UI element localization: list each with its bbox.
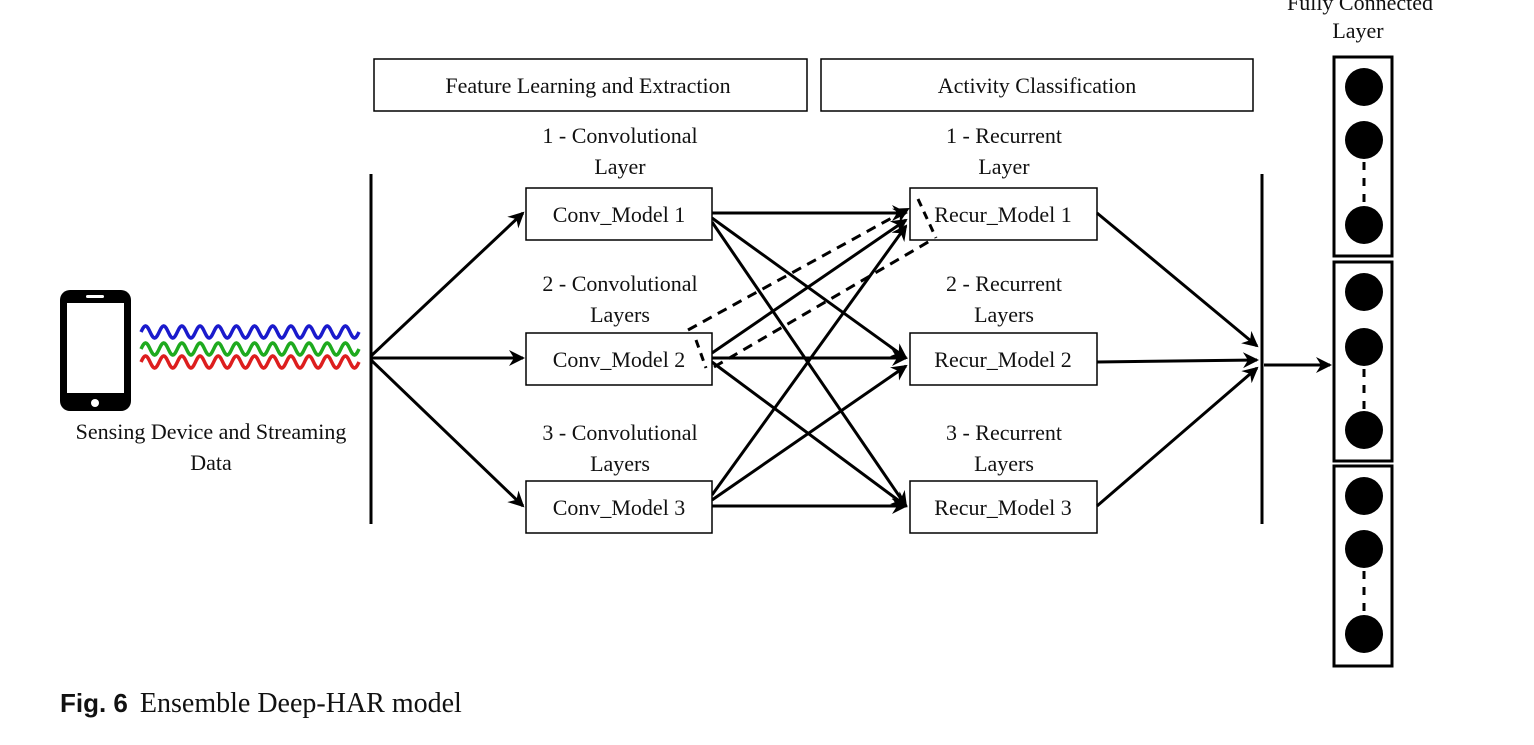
fc-neuron bbox=[1345, 121, 1383, 159]
activity-classification-header-label: Activity Classification bbox=[938, 73, 1137, 98]
conv-model-3-box bbox=[525, 480, 713, 534]
fc-neuron bbox=[1345, 530, 1383, 568]
recur-model-2-box bbox=[909, 332, 1098, 386]
recur-title-3-line1: 3 - Recurrent bbox=[946, 420, 1062, 445]
signal-wave-blue bbox=[139, 324, 361, 340]
signal-wave-green bbox=[139, 341, 361, 357]
activity-classification-header-box bbox=[820, 58, 1254, 112]
fc-neuron bbox=[1345, 68, 1383, 106]
conv-title-3-line1: 3 - Convolutional bbox=[542, 420, 697, 445]
conv-to-recur-arrows bbox=[710, 205, 908, 514]
recur-model-1-box bbox=[909, 187, 1098, 241]
device-label-line1: Sensing Device and Streaming bbox=[76, 419, 347, 444]
conv-title-2-line2: Layers bbox=[590, 302, 650, 327]
feature-learning-header-label: Feature Learning and Extraction bbox=[445, 73, 730, 98]
fc-title-line2: Layer bbox=[1332, 18, 1384, 43]
recur-model-2-label: Recur_Model 2 bbox=[934, 347, 1071, 372]
conv-title-2-line1: 2 - Convolutional bbox=[542, 271, 697, 296]
fc-title-line1: Fully Connected bbox=[1287, 0, 1433, 15]
conv-model-1-box bbox=[525, 187, 713, 241]
input-arrows bbox=[369, 211, 525, 508]
fc-neuron bbox=[1345, 615, 1383, 653]
recur-title-1-line2: Layer bbox=[978, 154, 1030, 179]
figure-caption-text: Ensemble Deep-HAR model bbox=[139, 688, 462, 719]
fc-neuron bbox=[1345, 328, 1383, 366]
conv-title-1-line2: Layer bbox=[594, 154, 646, 179]
conv-model-3-label: Conv_Model 3 bbox=[553, 495, 686, 520]
conv-title-3-line2: Layers bbox=[590, 451, 650, 476]
figure-caption: Fig. 6 Ensemble Deep-HAR model bbox=[60, 688, 462, 728]
fully-connected-layer bbox=[1332, 55, 1394, 668]
recur-title-2-line1: 2 - Recurrent bbox=[946, 271, 1062, 296]
smartphone-icon bbox=[60, 290, 131, 411]
fc-neuron bbox=[1345, 411, 1383, 449]
dashed-overlay-recur bbox=[916, 198, 938, 239]
fc-neuron bbox=[1345, 206, 1383, 244]
signal-wave-red bbox=[139, 354, 361, 370]
recur-to-concat-arrows bbox=[1096, 211, 1259, 508]
recur-model-1-label: Recur_Model 1 bbox=[934, 202, 1071, 227]
figure-number: Fig. 6 bbox=[60, 688, 128, 718]
conv-model-1-label: Conv_Model 1 bbox=[553, 202, 686, 227]
device-label-line2: Data bbox=[190, 450, 232, 475]
conv-title-1-line1: 1 - Convolutional bbox=[542, 123, 697, 148]
conv-model-2-label: Conv_Model 2 bbox=[553, 347, 686, 372]
recur-title-3-line2: Layers bbox=[974, 451, 1034, 476]
dashed-overlay bbox=[694, 339, 708, 369]
recur-model-3-label: Recur_Model 3 bbox=[934, 495, 1071, 520]
feature-learning-header-box bbox=[373, 58, 808, 112]
recur-title-1-line1: 1 - Recurrent bbox=[946, 123, 1062, 148]
fc-neuron bbox=[1345, 477, 1383, 515]
conv-model-2-box bbox=[525, 332, 713, 386]
fc-neuron bbox=[1345, 273, 1383, 311]
recur-model-3-box bbox=[909, 480, 1098, 534]
recur-title-2-line2: Layers bbox=[974, 302, 1034, 327]
